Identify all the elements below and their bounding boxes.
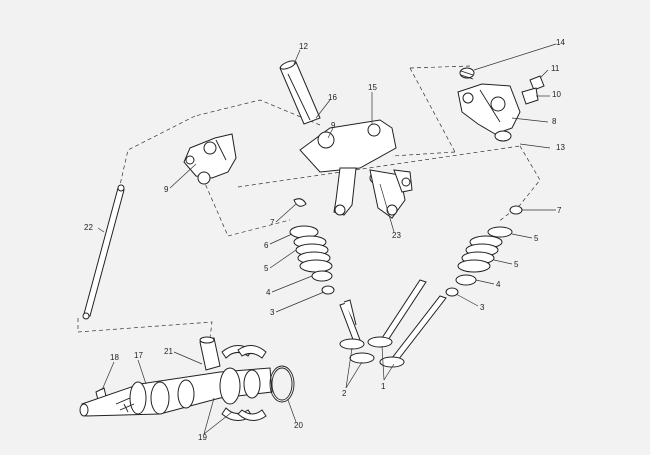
valve-guide-3-left xyxy=(321,285,335,295)
spring-14 xyxy=(459,67,475,80)
label-23: 23 xyxy=(392,231,401,240)
label-7-left: 7 xyxy=(270,218,275,227)
label-2: 2 xyxy=(342,389,347,398)
label-15: 15 xyxy=(368,83,377,92)
label-19: 19 xyxy=(198,433,207,442)
label-5-right: 5 xyxy=(514,260,519,269)
label-20: 20 xyxy=(294,421,303,430)
leader-lines xyxy=(97,43,557,435)
label-22: 22 xyxy=(84,223,93,232)
rocker-arm-8 xyxy=(457,83,521,142)
label-5-left: 5 xyxy=(264,264,269,273)
label-12: 12 xyxy=(299,42,308,51)
valve-guide-3-right xyxy=(445,287,459,297)
callout-labels: 12 14 11 10 8 13 16 15 9 9 23 22 7 6 5 4… xyxy=(84,38,565,442)
label-18: 18 xyxy=(110,353,119,362)
label-21: 21 xyxy=(164,347,173,356)
valves-1 xyxy=(367,279,447,368)
rocker-support-bracket-15 xyxy=(299,119,413,219)
rocker-arm-9 xyxy=(183,133,237,185)
spring-seat-4-left xyxy=(311,270,333,282)
valve-cotters-7-right xyxy=(509,205,523,215)
label-13: 13 xyxy=(556,143,565,152)
valves-2 xyxy=(339,299,375,364)
valve-spring-5-left xyxy=(293,235,333,273)
label-9-bracket: 9 xyxy=(331,121,336,130)
label-6: 6 xyxy=(264,241,269,250)
label-9: 9 xyxy=(164,185,169,194)
spring-retainer-5-right xyxy=(487,226,513,238)
label-1: 1 xyxy=(381,382,386,391)
push-rod-22 xyxy=(82,184,125,320)
tappet-21 xyxy=(199,336,221,371)
label-14: 14 xyxy=(556,38,565,47)
label-16: 16 xyxy=(328,93,337,102)
label-17: 17 xyxy=(134,351,143,360)
camshaft-17 xyxy=(79,367,273,417)
pin-12 xyxy=(279,60,321,125)
label-4-left: 4 xyxy=(266,288,271,297)
valve-spring-5-right xyxy=(457,235,503,273)
bearing-shells-19 xyxy=(221,345,267,421)
ring-20 xyxy=(269,365,295,403)
nut-11 xyxy=(529,75,545,91)
label-5-retainer: 5 xyxy=(534,234,539,243)
label-7-right: 7 xyxy=(557,206,562,215)
adjuster-10 xyxy=(521,87,539,105)
assembly-dashed-lines xyxy=(77,65,541,339)
spring-seat-4-right xyxy=(455,274,477,286)
label-10: 10 xyxy=(552,90,561,99)
label-11: 11 xyxy=(551,64,560,73)
valve-cotters-7-left xyxy=(293,198,307,207)
label-3-left: 3 xyxy=(270,308,275,317)
label-8: 8 xyxy=(552,117,557,126)
label-3-right: 3 xyxy=(480,303,485,312)
label-4-right: 4 xyxy=(496,280,501,289)
